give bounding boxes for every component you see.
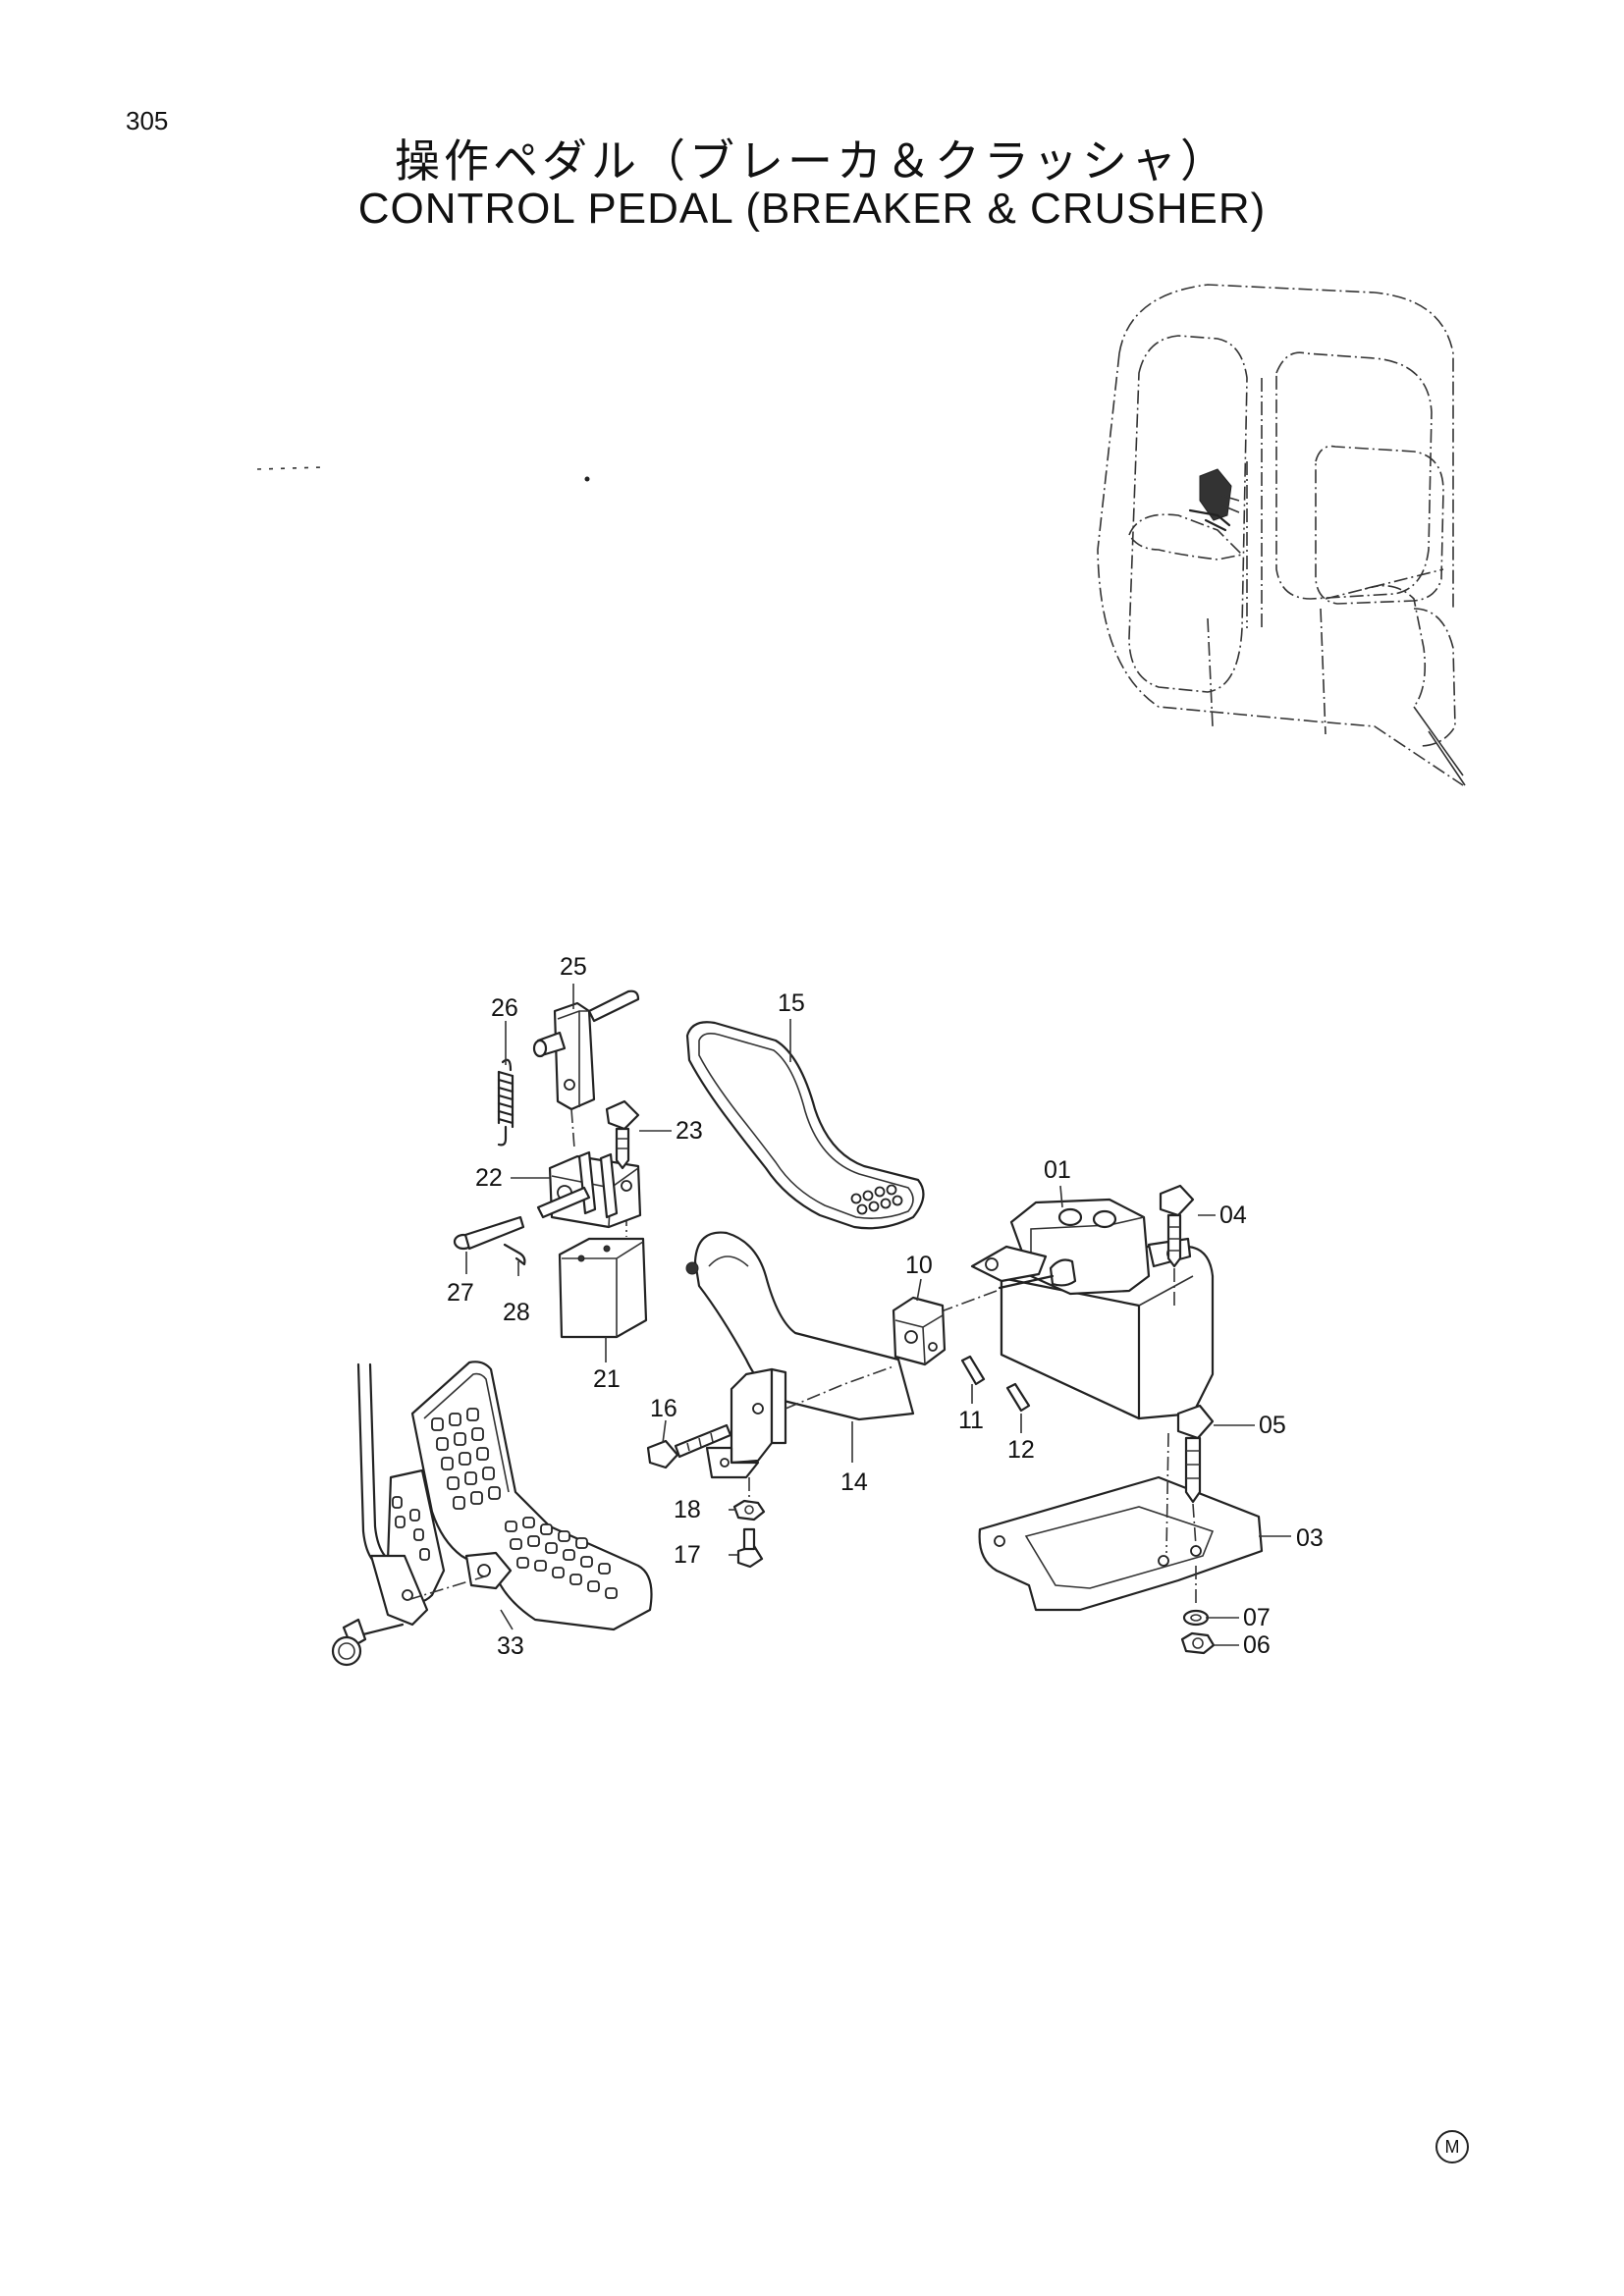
callout-11: 11 bbox=[958, 1407, 984, 1434]
callout-21: 21 bbox=[593, 1365, 621, 1393]
callout-03: 03 bbox=[1296, 1524, 1324, 1552]
callout-25: 25 bbox=[560, 953, 587, 981]
callout-16: 16 bbox=[650, 1395, 677, 1422]
registered-mark-m: M bbox=[1435, 2130, 1469, 2163]
title-japanese: 操作ペダル（ブレーカ＆クラッシャ） bbox=[395, 134, 1229, 187]
callout-12: 12 bbox=[1007, 1436, 1035, 1464]
callout-28: 28 bbox=[503, 1299, 530, 1326]
callout-33: 33 bbox=[497, 1632, 524, 1660]
page-number: 305 bbox=[126, 106, 169, 135]
part-11-pin bbox=[960, 1355, 986, 1386]
callout-01: 01 bbox=[1044, 1156, 1071, 1184]
part-14-pedal bbox=[685, 1231, 915, 1479]
pedal-grip-holes bbox=[392, 1408, 618, 1599]
part-04-bolt bbox=[1159, 1184, 1195, 1306]
part-27-pin bbox=[453, 1215, 525, 1251]
callout-15: 15 bbox=[778, 989, 805, 1017]
part-12-pin bbox=[1005, 1382, 1031, 1413]
part-03-mounting-plate bbox=[978, 1475, 1264, 1612]
callout-05: 05 bbox=[1259, 1412, 1286, 1439]
callout-10: 10 bbox=[905, 1252, 933, 1279]
callout-22: 22 bbox=[475, 1164, 503, 1192]
part-23-bolt bbox=[605, 1099, 640, 1170]
callout-14: 14 bbox=[840, 1468, 868, 1496]
callout-labels: 01 03 04 05 06 07 10 11 12 14 15 16 17 1… bbox=[447, 953, 1324, 1660]
scan-specks bbox=[256, 466, 590, 482]
callout-26: 26 bbox=[491, 994, 518, 1022]
callout-17: 17 bbox=[674, 1541, 701, 1569]
part-05-bolt bbox=[1165, 1404, 1215, 1554]
cab-overview-illustration bbox=[1097, 284, 1466, 786]
cover-grip-holes bbox=[850, 1184, 903, 1215]
leader-lines bbox=[465, 984, 1291, 1646]
part-25-lever bbox=[532, 989, 640, 1149]
callout-06: 06 bbox=[1243, 1631, 1271, 1659]
callout-07: 07 bbox=[1243, 1604, 1271, 1631]
callout-04: 04 bbox=[1219, 1201, 1247, 1229]
part-16-bolt bbox=[646, 1423, 732, 1469]
part-07-washer bbox=[1182, 1566, 1210, 1627]
callout-18: 18 bbox=[674, 1496, 701, 1523]
part-17-bolt bbox=[736, 1527, 764, 1569]
part-15-pedal-cover bbox=[685, 1021, 925, 1230]
part-33-foot-pedal bbox=[331, 1361, 653, 1667]
part-18-nut bbox=[732, 1477, 766, 1522]
title-english: CONTROL PEDAL (BREAKER & CRUSHER) bbox=[357, 185, 1267, 233]
part-26-spring bbox=[497, 1058, 514, 1147]
part-21-box bbox=[558, 1212, 648, 1339]
part-22-bracket bbox=[536, 1150, 642, 1229]
callout-27: 27 bbox=[447, 1279, 474, 1307]
part-06-nut bbox=[1180, 1631, 1216, 1655]
callout-23: 23 bbox=[676, 1117, 703, 1145]
part-10-block bbox=[892, 1296, 947, 1366]
part-28-clip bbox=[503, 1243, 526, 1266]
